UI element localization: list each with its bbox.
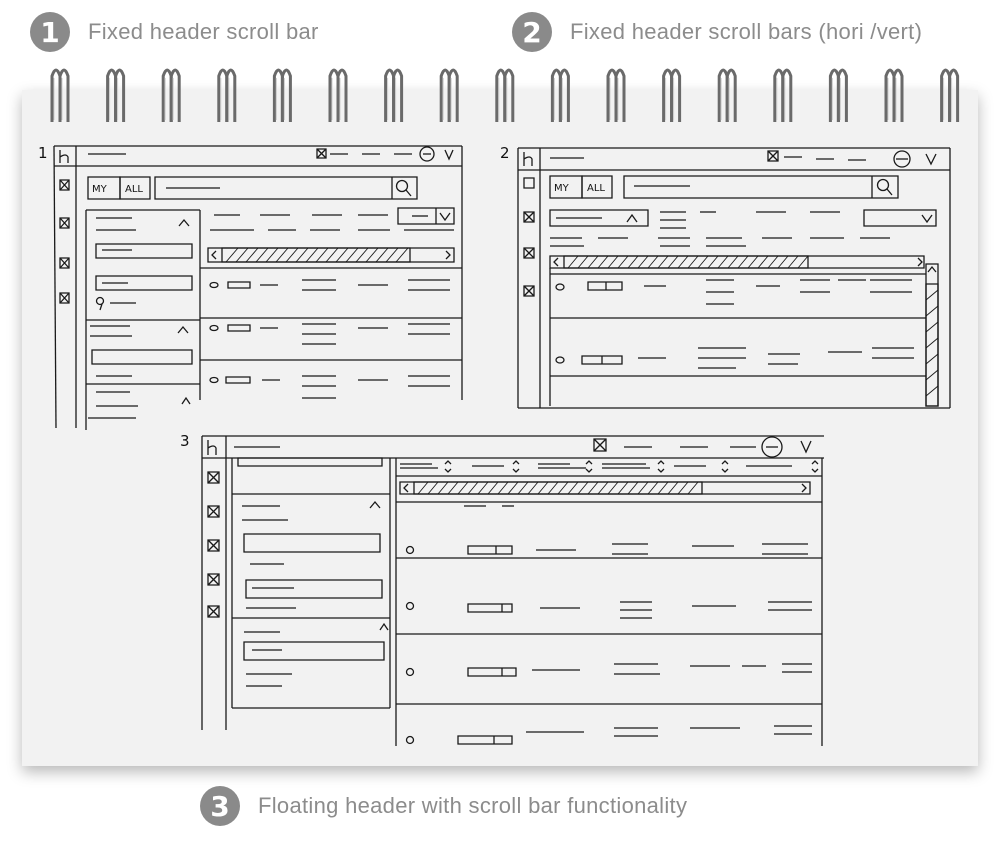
caption-2-text: Fixed header scroll bars (hori /vert) (570, 19, 923, 44)
spiral-binding (50, 68, 960, 122)
sketch-1-wireframe: MY ALL (40, 140, 470, 430)
caption-3-number: 3 (200, 786, 240, 826)
sketch-3-scroll-thumb-hatch (418, 482, 698, 494)
caption-3-text: Floating header with scroll bar function… (258, 793, 688, 818)
spiral-ring (50, 68, 70, 122)
spiral-ring (773, 68, 793, 122)
spiral-ring (940, 68, 960, 122)
spiral-ring (439, 68, 459, 122)
spiral-ring (550, 68, 570, 122)
caption-2-number: 2 (512, 12, 552, 52)
sketch-2-label: 2 (500, 144, 510, 162)
spiral-ring (828, 68, 848, 122)
spiral-ring (884, 68, 904, 122)
spiral-ring (328, 68, 348, 122)
sketch-3-label: 3 (180, 432, 190, 450)
caption-1-text: Fixed header scroll bar (88, 19, 319, 44)
sketch-3-wireframe (196, 430, 832, 750)
sketch-2-my-button: MY (554, 183, 570, 194)
sketch-1-scroll-thumb-hatch (226, 248, 408, 262)
sketch-2-wireframe: MY ALL (510, 140, 960, 410)
caption-2: 2 Fixed header scroll bars (hori /vert) (512, 12, 922, 52)
sketch-1-my-button: MY (92, 184, 108, 195)
spiral-ring (106, 68, 126, 122)
sketch-2-all-button: ALL (587, 183, 605, 194)
caption-1: 1 Fixed header scroll bar (30, 12, 319, 52)
spiral-ring (606, 68, 626, 122)
spiral-ring (161, 68, 181, 122)
sketch-1-label: 1 (38, 144, 48, 162)
caption-1-number: 1 (30, 12, 70, 52)
spiral-ring (272, 68, 292, 122)
spiral-ring (384, 68, 404, 122)
spiral-ring (495, 68, 515, 122)
spiral-ring (217, 68, 237, 122)
spiral-ring (717, 68, 737, 122)
caption-3: 3 Floating header with scroll bar functi… (200, 786, 687, 826)
sketch-2-scroll-thumb-hatch (568, 256, 938, 396)
notebook-page (22, 90, 978, 766)
spiral-ring (662, 68, 682, 122)
sketch-1-all-button: ALL (125, 184, 143, 195)
